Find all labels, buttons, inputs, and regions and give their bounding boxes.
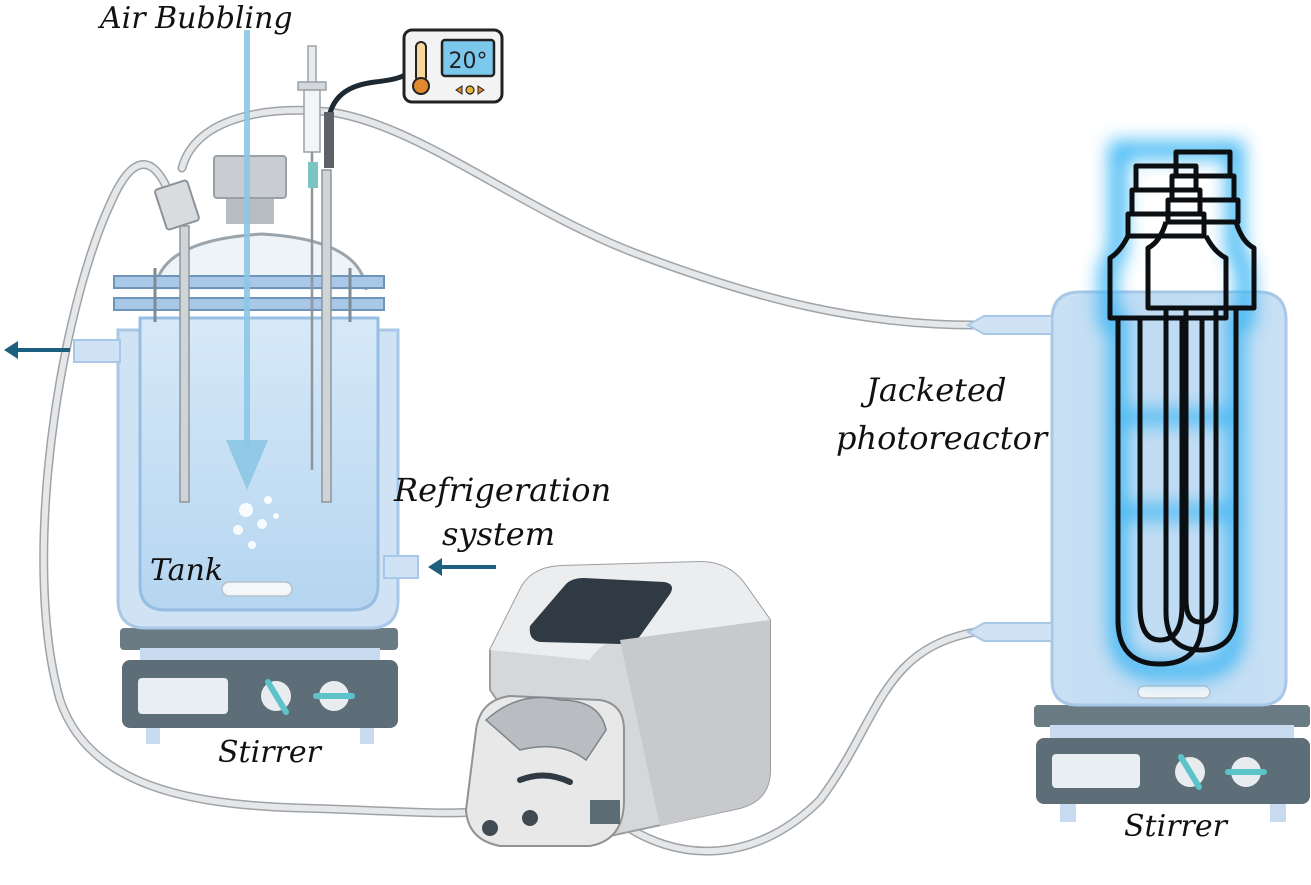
tank-label: Tank	[150, 553, 223, 588]
peristaltic-pump	[464, 560, 771, 847]
refrigeration-label-line1: Refrigeration	[393, 471, 611, 509]
refrigeration-out-arrow	[4, 341, 70, 359]
magnetic-stirrer-right	[1034, 705, 1310, 822]
refrigeration-in-arrow	[428, 558, 496, 576]
thermometer-icon	[412, 41, 430, 95]
jacketed-tank	[73, 45, 419, 630]
refrigeration-label-line2: system	[442, 515, 555, 553]
photoreactor-label-line2: photoreactor	[836, 419, 1049, 457]
tube-tank-to-photoreactor	[177, 105, 980, 330]
tubing	[39, 69, 980, 856]
syringe	[297, 45, 327, 470]
stirrer-right-label: Stirrer	[1124, 809, 1229, 844]
thermostat-controller: 20°	[402, 28, 504, 104]
thermostat-display: 20°	[449, 49, 488, 74]
air-bubbling-label: Air Bubbling	[97, 1, 293, 36]
uv-lamp	[1099, 141, 1257, 679]
stirrer-left-label: Stirrer	[218, 735, 323, 770]
probe-cable	[325, 69, 413, 128]
air-bubbles	[233, 496, 279, 549]
air-bubbling-arrow	[226, 30, 268, 490]
photoreactor-label-line1: Jacketed	[860, 371, 1006, 409]
magnetic-stirrer-left	[120, 628, 398, 744]
